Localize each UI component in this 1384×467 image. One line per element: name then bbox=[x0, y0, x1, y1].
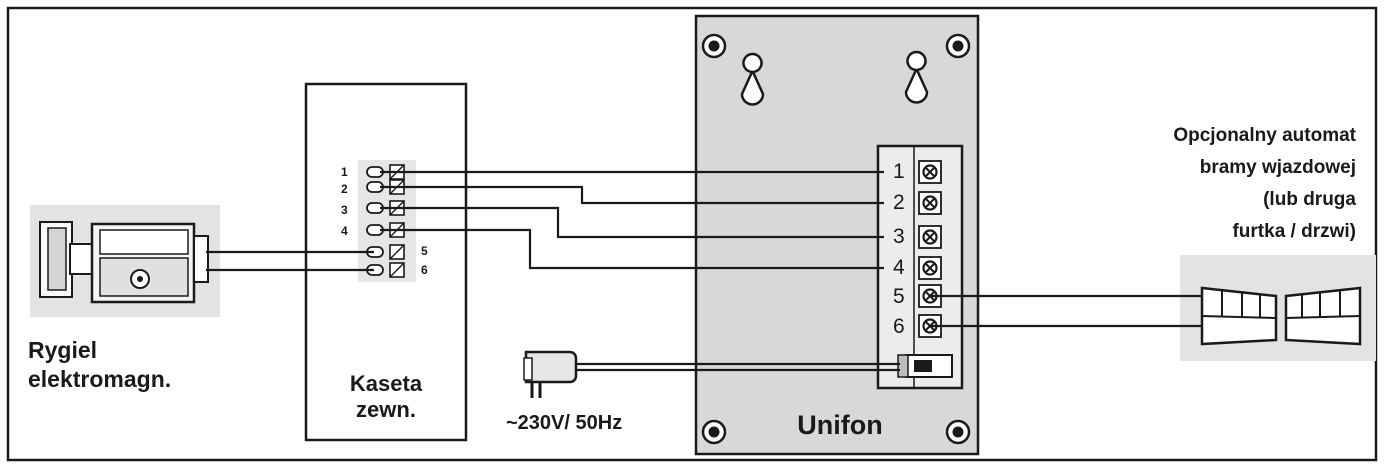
lock-label: Rygiel elektromagn. bbox=[28, 336, 171, 394]
unifon-terminal-6: 6 bbox=[893, 315, 905, 338]
unifon-terminal-4: 4 bbox=[893, 256, 905, 279]
kaseta-contact-6 bbox=[366, 262, 405, 278]
wire-2 bbox=[380, 185, 884, 205]
kaseta-terminal-4: 4 bbox=[341, 224, 348, 238]
unifon-terminal-strip bbox=[876, 144, 964, 390]
kaseta-terminal-2: 2 bbox=[341, 182, 348, 196]
unifon-screw-1 bbox=[918, 160, 942, 184]
gate-label-line3: (lub druga bbox=[1263, 189, 1356, 210]
unifon-label: Unifon bbox=[797, 410, 883, 440]
unifon-screw-4 bbox=[918, 256, 942, 280]
unifon-screw-2 bbox=[918, 191, 942, 215]
power-adapter-icon bbox=[523, 350, 578, 398]
unifon-terminal-3: 3 bbox=[893, 225, 905, 248]
gate-label-line2: bramy wjazdowej bbox=[1199, 157, 1356, 178]
wire-3 bbox=[380, 206, 884, 239]
wire-4 bbox=[380, 228, 884, 270]
kaseta-terminal-6: 6 bbox=[421, 263, 428, 277]
unifon-screw-3 bbox=[918, 225, 942, 249]
kaseta-contact-5 bbox=[366, 244, 405, 260]
gate-automation-icon bbox=[1180, 255, 1376, 361]
kaseta-label-line1: Kaseta bbox=[349, 371, 423, 396]
kaseta-terminal-5: 5 bbox=[421, 244, 428, 258]
gate-label: Opcjonalny automat bramy wjazdowej (lub … bbox=[1173, 120, 1356, 248]
kaseta-terminal-3: 3 bbox=[341, 203, 348, 217]
electromagnetic-lock-icon bbox=[30, 205, 220, 317]
unifon-terminal-5: 5 bbox=[893, 285, 905, 308]
kaseta-terminal-block bbox=[358, 160, 416, 282]
gate-label-line4: furtka / drzwi) bbox=[1232, 221, 1356, 242]
diagram-frame bbox=[6, 6, 1378, 462]
lock-label-line2: elektromagn. bbox=[28, 366, 172, 392]
keyhole-mount-icon bbox=[740, 50, 929, 106]
wires bbox=[206, 170, 1202, 372]
kaseta-terminal-1: 1 bbox=[341, 165, 348, 179]
power-jack-icon bbox=[897, 354, 953, 378]
kaseta-label: Kaseta zewn. bbox=[306, 371, 466, 423]
power-label: ~230V/ 50Hz bbox=[506, 412, 623, 434]
unifon-terminal-1: 1 bbox=[893, 160, 905, 183]
mounting-screws bbox=[701, 33, 971, 445]
unifon-terminal-2: 2 bbox=[893, 191, 905, 214]
kaseta-label-line2: zewn. bbox=[356, 397, 416, 422]
lock-label-line1: Rygiel bbox=[28, 337, 98, 363]
gate-label-line1: Opcjonalny automat bbox=[1173, 125, 1356, 146]
